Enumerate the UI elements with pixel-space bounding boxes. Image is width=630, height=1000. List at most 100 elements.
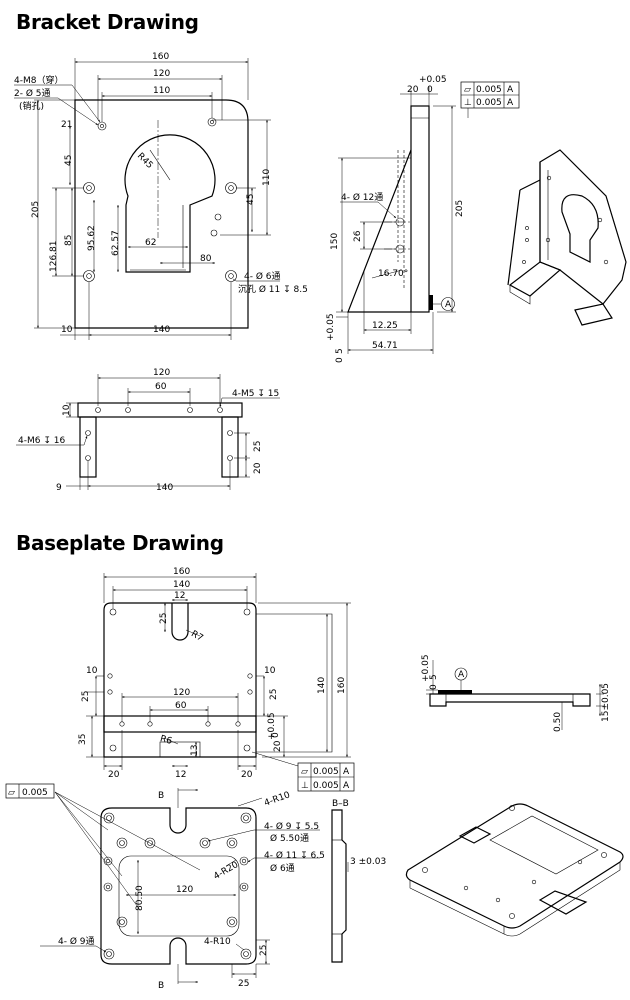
note-m8: 4-M8（穿） [14, 74, 63, 86]
baseplate-top-labels: 160 140 12 25 R7 10 25 10 25 120 60 35 R… [78, 567, 347, 780]
dim-bp-r6: R6 [159, 734, 173, 747]
bracket-drawing-title: Bracket Drawing [16, 10, 199, 34]
note-phi5-5: Ø 5.50通 [270, 833, 309, 844]
dim-bp-120: 120 [173, 688, 190, 698]
plate-bottom-view [5, 783, 320, 984]
dim-205: 205 [31, 201, 41, 218]
dim-bp-160: 160 [173, 567, 190, 577]
dim-20: 20 [407, 85, 419, 95]
dim-plate-120: 120 [176, 885, 193, 895]
note-counterbore: 沉孔 Ø 11 ↧ 8.5 [238, 284, 308, 295]
dim-54-71: 54.71 [372, 341, 398, 351]
dim-bp-35: 35 [78, 734, 88, 745]
note-r20: 4-R20 [212, 860, 240, 882]
dim-top-120: 120 [153, 368, 170, 378]
dim-bp-13: 13 [190, 745, 200, 756]
tol-top: +0.05 [419, 75, 447, 85]
dim-12-25: 12.25 [372, 321, 398, 331]
flatness-value: 0.005 [22, 788, 48, 798]
dim-thickness: 3 ±0.03 [350, 857, 386, 867]
dim-bp-60: 60 [175, 701, 187, 711]
gdt-bp-perp-value: 0.005 [313, 781, 339, 791]
tol-bottom: +0.05 [326, 313, 336, 341]
dim-top-140: 140 [156, 483, 173, 493]
flatness-symbol: ▱ [8, 788, 15, 798]
dim-top-60: 60 [155, 382, 167, 392]
dim-110-right: 110 [262, 169, 272, 186]
dim-21: 21 [61, 120, 72, 130]
dim-r45: R45 [135, 151, 155, 171]
note-phi9: 4- Ø 9 ↧ 5.5 [264, 821, 319, 832]
gdt-flatness-symbol: ▱ [464, 85, 471, 95]
gdt-perp-ref: A [507, 98, 514, 108]
dim-plate-80-50: 80.50 [135, 885, 145, 911]
baseplate-side-view [426, 660, 604, 730]
tol-bp: +0.05 [267, 712, 277, 740]
dim-95-62: 95.62 [87, 225, 97, 251]
note-m6: 4-M6 ↧ 16 [18, 436, 65, 446]
dim-bp-140-vertical: 140 [317, 677, 327, 694]
datum-a: A [445, 300, 452, 310]
note-phi6: 4- Ø 6通 [244, 271, 281, 282]
note-phi9-through: 4- Ø 9通 [58, 936, 95, 947]
gdt-bp-flatness-ref: A [343, 767, 350, 777]
bracket-side-view [336, 86, 456, 354]
dim-10: 10 [61, 325, 73, 335]
dim-26: 26 [353, 230, 363, 242]
dim-bp-160-vertical: 160 [337, 677, 347, 694]
dim-150: 150 [330, 233, 340, 250]
dim-bp-25-left: 25 [81, 691, 91, 702]
gdt-flatness-ref: A [507, 85, 514, 95]
gdt-perp-value: 0.005 [476, 98, 502, 108]
dim-5: 5 [335, 348, 345, 354]
gdt-perp-symbol: ⊥ [464, 98, 472, 108]
dim-top-20: 20 [253, 462, 263, 474]
dim-bp-20-right: 20 [241, 770, 253, 780]
gdt-bp-flatness-value: 0.005 [313, 767, 339, 777]
dim-top-10: 10 [62, 404, 72, 416]
dim-bp-20-left: 20 [108, 770, 120, 780]
dim-bp-r7: R7 [189, 629, 204, 644]
gdt-bp-flatness-symbol: ▱ [301, 767, 308, 777]
dim-bp-10-left: 10 [86, 666, 98, 676]
dim-120: 120 [153, 69, 170, 79]
bracket-side-labels: +0.05 20 0 4- Ø 12通 26 150 205 16.70° 12… [326, 75, 465, 363]
dim-126-81: 126.81 [49, 241, 59, 273]
tol-bps: +0.05 [421, 654, 431, 682]
dim-bp-12: 12 [174, 591, 185, 601]
dim-80: 80 [200, 254, 212, 264]
bracket-front-labels: 160 120 110 4-M8（穿） 2- Ø 5通 (销孔) 21 45 R… [14, 52, 308, 335]
plate-bottom-labels: ▱ 0.005 B 4-R10 4- Ø 9 ↧ 5.5 Ø 5.50通 4- … [8, 788, 325, 991]
datum-a-bps: A [458, 670, 465, 680]
dim-140: 140 [153, 325, 170, 335]
dim-110: 110 [153, 86, 170, 96]
section-b-top: B [158, 791, 164, 801]
baseplate-drawing-title: Baseplate Drawing [16, 531, 224, 555]
gdt-bp-perp-ref: A [343, 781, 350, 791]
dim-45: 45 [64, 155, 74, 166]
bracket-top-view [16, 374, 280, 490]
dim-bp-25-right: 25 [269, 689, 279, 700]
bracket-top-labels: 120 60 4-M5 ↧ 15 4-M6 ↧ 16 10 25 20 9 14… [18, 368, 279, 493]
note-m5: 4-M5 ↧ 15 [232, 389, 279, 399]
dim-bps-5: 5 [429, 674, 439, 680]
dim-plate-25-horizontal: 25 [238, 979, 249, 989]
bracket-front-view [14, 58, 280, 340]
section-b-b-view: B–B 3 ±0.03 [331, 799, 386, 963]
note-r10-top: 4-R10 [263, 790, 292, 809]
dim-bp-10-right: 10 [264, 666, 276, 676]
section-b-b-label: B–B [332, 799, 349, 809]
dim-bps-15: 15±0.05 [601, 683, 611, 722]
plate-isometric-view [405, 803, 624, 937]
gdt-bp-perp-symbol: ⊥ [301, 781, 309, 791]
dim-bp-25: 25 [159, 613, 169, 624]
dim-plate-25-vertical: 25 [259, 945, 269, 956]
note-pin: (销孔) [19, 100, 44, 112]
dim-bp-140: 140 [173, 580, 190, 590]
dim-62: 62 [145, 238, 156, 248]
dim-205-side: 205 [455, 200, 465, 217]
dim-top-9: 9 [56, 483, 62, 493]
dim-0-b: 0 [335, 357, 345, 363]
dim-85: 85 [64, 235, 74, 246]
dim-62-57: 62.57 [111, 230, 121, 256]
